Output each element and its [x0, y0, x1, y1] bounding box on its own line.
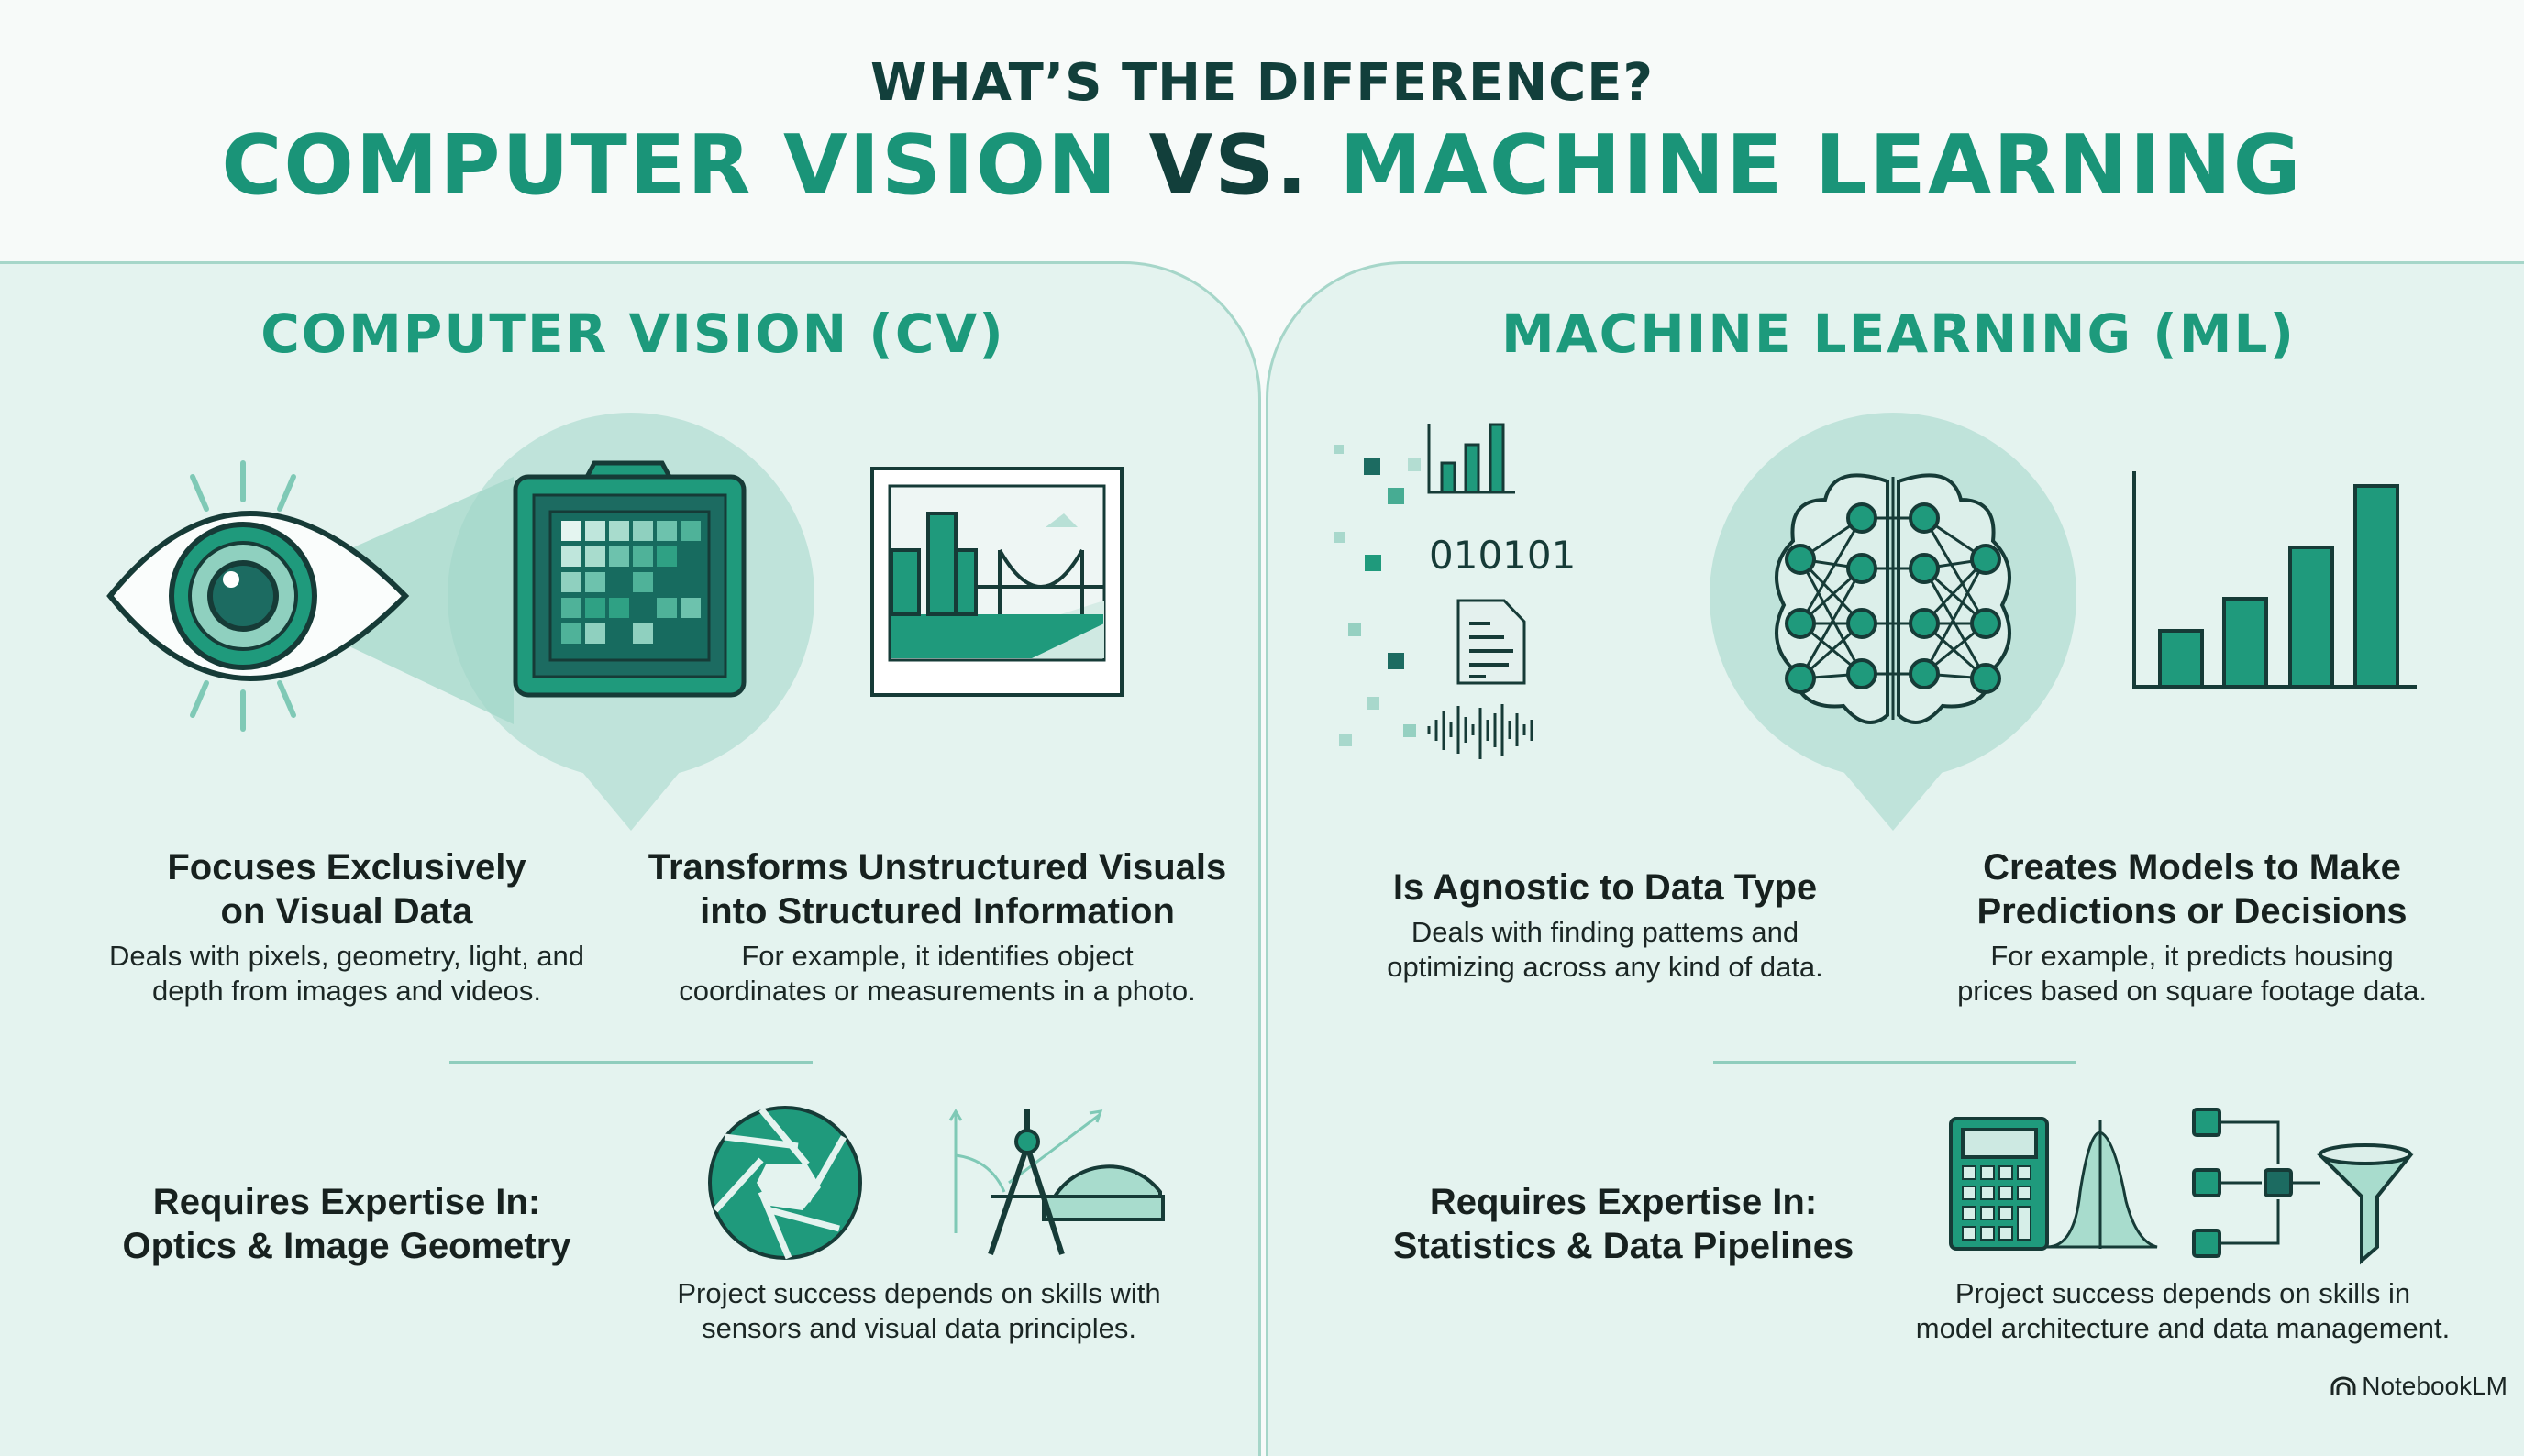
title-left: COMPUTER VISION — [221, 117, 1119, 214]
eye-icon — [106, 460, 410, 732]
title-right: MACHINE LEARNING — [1339, 117, 2303, 214]
ml-expertise-title: Requires Expertise In:Statistics & Data … — [1392, 1182, 1854, 1266]
mini-bar-chart-icon — [1427, 423, 1515, 494]
ml-point1-title: Is Agnostic to Data Type — [1392, 867, 1818, 908]
brand-label: NotebookLM — [2362, 1372, 2507, 1400]
bar-2 — [2222, 597, 2268, 689]
ml-divider — [1713, 1061, 2076, 1064]
bar-1 — [2158, 629, 2204, 689]
binary-text: 010101 — [1429, 533, 1576, 578]
waveform-icon — [1427, 704, 1533, 759]
calculator-icon — [1949, 1117, 2049, 1251]
ml-heading: MACHINE LEARNING (ML) — [1501, 303, 2296, 365]
notebooklm-brand: NotebookLM — [2330, 1372, 2507, 1401]
brain-network-icon — [1775, 473, 2011, 724]
bell-curve-icon — [2046, 1131, 2158, 1249]
image-sensor-icon — [513, 460, 747, 698]
cv-expertise-title: Requires Expertise In:Optics & Image Geo… — [122, 1182, 571, 1266]
data-pipeline-icon — [2192, 1108, 2414, 1265]
compass-protractor-icon — [948, 1109, 1165, 1255]
title-vs: VS. — [1148, 117, 1310, 214]
page-title: COMPUTER VISION VS. MACHINE LEARNING — [221, 117, 2302, 214]
aperture-icon — [708, 1106, 862, 1260]
illustrations: 010101 — [106, 413, 2417, 1265]
document-icon — [1456, 599, 1526, 685]
notebooklm-logo-icon — [2330, 1376, 2356, 1395]
city-photo-icon — [870, 467, 1124, 697]
growth-bar-chart-icon — [2132, 471, 2417, 689]
kicker-heading: WHAT’S THE DIFFERENCE? — [870, 53, 1654, 113]
bar-4 — [2353, 484, 2399, 689]
bar-3 — [2288, 546, 2334, 689]
data-types-icon: 010101 — [1334, 423, 1576, 759]
cv-heading: COMPUTER VISION (CV) — [260, 303, 1005, 365]
cv-divider — [449, 1061, 813, 1064]
